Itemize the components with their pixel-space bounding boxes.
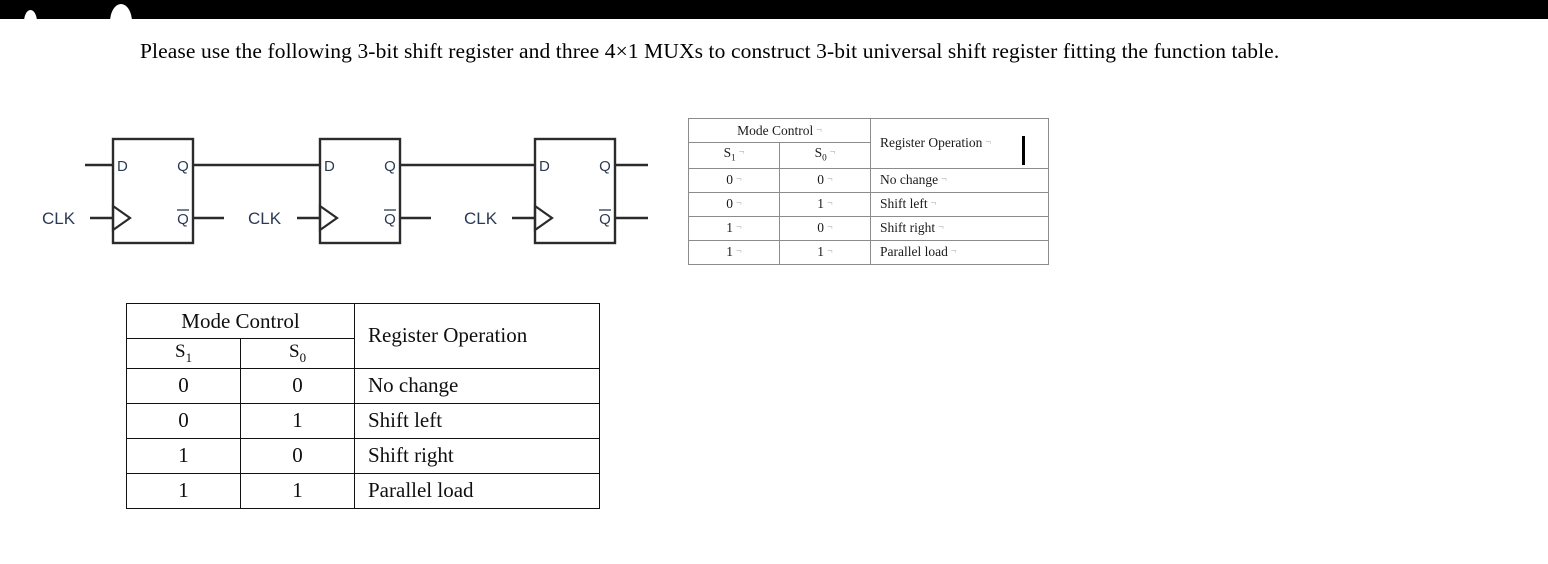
table-row[interactable]: 1¬ 0¬ Shift right¬ (688, 215, 1049, 241)
cell-s0[interactable]: 1 (240, 402, 355, 439)
top-black-bar (0, 0, 1548, 22)
function-table-small[interactable]: Mode Control¬ Register Operation¬ S1¬ S0… (688, 118, 1049, 265)
svg-text:Q: Q (384, 158, 396, 175)
table-row[interactable]: 0¬ 0¬ No change¬ (688, 167, 1049, 193)
cell-s0[interactable]: 1 (240, 472, 355, 509)
formatting-mark: ¬ (941, 174, 947, 186)
shift-register-diagram: D Q Q D Q Q D Q Q CLK CLK CLK (0, 110, 690, 270)
table-row[interactable]: 1 0 Shift right (126, 437, 600, 474)
svg-text:Q: Q (384, 211, 396, 228)
formatting-mark: ¬ (930, 198, 937, 210)
svg-text:Q: Q (599, 211, 611, 228)
cell-s1[interactable]: 1 (126, 472, 241, 509)
formatting-mark: ¬ (738, 147, 745, 158)
formatting-mark: ¬ (827, 222, 833, 234)
header-s0: S0¬ (779, 142, 871, 169)
cell-s0[interactable]: 1¬ (779, 239, 871, 265)
header-s1: S1 (126, 338, 241, 369)
cell-operation[interactable]: Parallel load (354, 472, 600, 509)
cell-s1[interactable]: 1¬ (688, 215, 780, 241)
table-row[interactable]: 0 0 No change (126, 367, 600, 404)
svg-text:D: D (539, 158, 550, 175)
function-table-large[interactable]: Mode Control Register Operation S1 S0 0 … (126, 303, 600, 509)
formatting-mark: ¬ (985, 137, 991, 149)
header-register-operation: Register Operation¬ (870, 118, 1049, 169)
table-row[interactable]: 1¬ 1¬ Parallel load¬ (688, 239, 1049, 265)
formatting-mark: ¬ (816, 124, 822, 136)
table-row[interactable]: 1 1 Parallel load (126, 472, 600, 509)
cell-s1[interactable]: 0 (126, 402, 241, 439)
formatting-mark: ¬ (829, 147, 836, 158)
formatting-mark: ¬ (938, 222, 944, 234)
table-row-header-1: Mode Control¬ Register Operation¬ (688, 118, 1049, 169)
svg-text:D: D (117, 158, 128, 175)
cell-s0[interactable]: 0 (240, 367, 355, 404)
header-mode-control: Mode Control (126, 303, 355, 339)
header-mode-control: Mode Control¬ (688, 118, 871, 143)
svg-text:Q: Q (599, 158, 611, 175)
svg-text:Q: Q (177, 158, 189, 175)
formatting-mark: ¬ (736, 174, 742, 186)
formatting-mark: ¬ (736, 198, 742, 210)
formatting-mark: ¬ (736, 222, 742, 234)
header-register-operation: Register Operation (354, 303, 600, 369)
table-row-header-2: S1 S0 (126, 338, 600, 369)
bar-notch-right-icon (110, 4, 132, 22)
cell-operation[interactable]: Shift right (354, 437, 600, 474)
formatting-mark: ¬ (827, 198, 833, 210)
cell-operation[interactable]: Shift left¬ (870, 191, 1049, 217)
clk-label-ff2: CLK (248, 209, 282, 228)
cell-s1[interactable]: 0¬ (688, 167, 780, 193)
cell-operation[interactable]: No change¬ (870, 167, 1049, 193)
cell-s0[interactable]: 0¬ (779, 215, 871, 241)
text-caret (1022, 136, 1025, 165)
svg-text:D: D (324, 158, 335, 175)
table-row-header-2: S1¬ S0¬ (688, 142, 1049, 169)
cell-s0[interactable]: 1¬ (779, 191, 871, 217)
cell-s1[interactable]: 0¬ (688, 191, 780, 217)
header-s1: S1¬ (688, 142, 780, 169)
formatting-mark: ¬ (827, 174, 833, 186)
bar-notch-left-icon (24, 10, 37, 22)
cell-operation[interactable]: Shift left (354, 402, 600, 439)
cell-s1[interactable]: 1¬ (688, 239, 780, 265)
formatting-mark: ¬ (827, 246, 833, 258)
prompt-text: Please use the following 3-bit shift reg… (140, 39, 1280, 63)
cell-s0[interactable]: 0¬ (779, 167, 871, 193)
formatting-mark: ¬ (736, 246, 742, 258)
formatting-mark: ¬ (950, 246, 957, 258)
cell-operation[interactable]: Shift right¬ (870, 215, 1049, 241)
table-row-header-1: Mode Control Register Operation (126, 303, 600, 369)
cell-operation[interactable]: No change (354, 367, 600, 404)
cell-s1[interactable]: 0 (126, 367, 241, 404)
svg-text:Q: Q (177, 211, 189, 228)
cell-s0[interactable]: 0 (240, 437, 355, 474)
table-row[interactable]: 0 1 Shift left (126, 402, 600, 439)
cell-s1[interactable]: 1 (126, 437, 241, 474)
clk-label-ff1: CLK (42, 209, 76, 228)
cell-operation[interactable]: Parallel load¬ (870, 239, 1049, 265)
table-row[interactable]: 0¬ 1¬ Shift left¬ (688, 191, 1049, 217)
clk-label-ff3: CLK (464, 209, 498, 228)
header-s0: S0 (240, 338, 355, 369)
